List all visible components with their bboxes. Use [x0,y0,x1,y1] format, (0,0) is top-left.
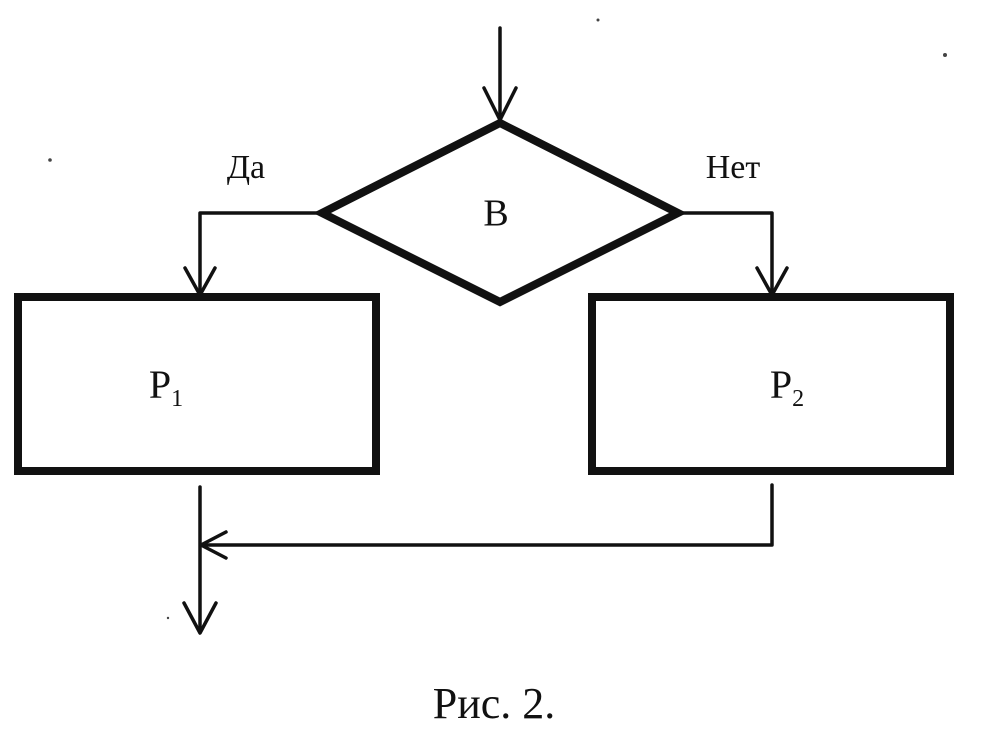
process-box-2 [588,293,954,475]
merge-connector [198,483,774,632]
figure-caption: Рис. 2. [433,679,556,728]
no-branch-connector [678,211,789,297]
process-label-2: P2 [770,362,804,412]
entry-arrow [482,26,518,122]
decision-diamond [313,118,687,307]
decision-label: B [483,193,508,235]
no-branch-label: Нет [706,149,761,186]
yes-branch-connector [183,211,322,297]
scan-specks [48,18,947,620]
yes-branch-label: Да [227,149,265,186]
process-label-1: P1 [149,362,183,412]
exit-arrow [182,601,218,635]
process-box-1 [14,293,380,475]
